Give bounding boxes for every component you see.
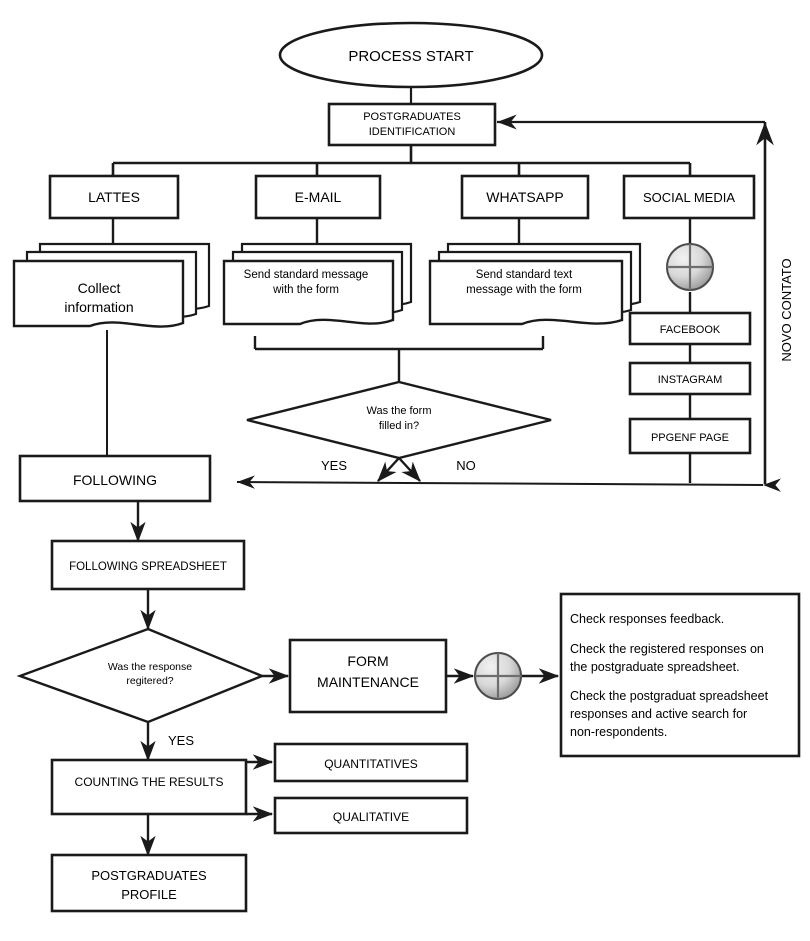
form-maintenance-label-line2: MAINTENANCE [317,674,419,690]
node-lattes[interactable]: LATTES [48,174,180,220]
node-quantitatives[interactable]: QUANTITATIVES [273,742,469,783]
whatsapp-label: WHATSAPP [486,189,564,205]
facebook-label: FACEBOOK [660,324,721,336]
whatsapp-doc-front[interactable] [428,259,624,326]
connector-decision1-no [398,457,421,482]
node-whatsapp-documents[interactable]: Send standard text message with the form [428,242,642,326]
node-ppgenf-page[interactable]: PPGENF PAGE [628,417,752,455]
node-following-spreadsheet[interactable]: FOLLOWING SPREADSHEET [50,539,246,591]
collect-label-line1: Collect [78,280,121,296]
process-start-label: PROCESS START [348,48,473,65]
note-paragraph-3-line2: responses and active search for [570,707,747,721]
node-form-maintenance[interactable]: FORM MAINTENANCE [288,638,448,714]
following-spreadsheet-label: FOLLOWING SPREADSHEET [69,561,227,573]
whatsapp-doc-label-line1: Send standard text [476,269,573,281]
connector-decision1-yes [377,457,400,482]
node-postgraduates-identification[interactable]: POSTGRADUATES IDENTIFICATION [327,102,497,147]
note-paragraph-3-line1: Check the postgraduat spreadsheet [570,689,769,703]
following-label: FOLLOWING [73,472,157,488]
email-doc-front[interactable] [222,259,395,326]
email-doc-label-line1: Send standard message [244,269,369,281]
note-paragraph-1: Check responses feedback. [570,612,724,626]
note-paragraph-3-line3: non-respondents. [570,725,667,739]
node-email[interactable]: E-MAIL [254,174,382,220]
decision1-label-line2: filled in? [379,420,419,432]
decision2-yes-label: YES [168,733,194,748]
node-instagram[interactable]: INSTAGRAM [628,361,752,396]
junction-social-media [666,243,714,291]
form-maintenance-label-line1: FORM [347,653,388,669]
node-counting-results[interactable]: COUNTING THE RESULTS [50,758,248,816]
decision1-no-label: NO [456,458,476,473]
node-collect-information-documents[interactable]: Collect information [12,242,211,328]
profile-label-line2: PROFILE [121,887,177,902]
qualitative-label: QUALITATIVE [333,810,409,824]
novo-contato-label: NOVO CONTATO [779,258,794,361]
decision2-label-line1: Was the response [108,661,192,673]
junction-form-maintenance [474,652,522,700]
counting-label: COUNTING THE RESULTS [75,775,224,789]
email-label: E-MAIL [295,189,342,205]
node-facebook[interactable]: FACEBOOK [628,311,752,346]
lattes-label: LATTES [88,189,140,205]
profile-label-line1: POSTGRADUATES [91,868,207,883]
social-media-label: SOCIAL MEDIA [643,190,735,205]
whatsapp-doc-label-line2: message with the form [466,284,582,296]
collect-doc-front[interactable] [12,259,185,328]
identification-label-line1: POSTGRADUATES [363,111,461,123]
node-decision-form-filled[interactable]: Was the form filled in? [246,380,552,460]
instagram-label: INSTAGRAM [658,374,723,386]
email-doc-label-line2: with the form [272,284,339,296]
node-decision-response-registered[interactable]: Was the response regitered? [16,627,266,724]
identification-label-line2: IDENTIFICATION [369,126,456,138]
decision1-yes-label: YES [321,458,347,473]
node-postgraduates-profile[interactable]: POSTGRADUATES PROFILE [50,853,248,913]
node-following[interactable]: FOLLOWING [18,454,212,503]
node-social-media[interactable]: SOCIAL MEDIA [622,174,756,220]
ppgenf-label: PPGENF PAGE [651,432,729,444]
note-paragraph-2-line1: Check the registered responses on [570,642,764,656]
node-process-start[interactable]: PROCESS START [278,21,544,89]
connector-return-horizontal [236,475,782,492]
quantitatives-label: QUANTITATIVES [324,757,418,771]
connector-group [106,80,782,857]
note-paragraph-2-line2: the postgraduate spreadsheet. [570,660,740,674]
node-email-documents[interactable]: Send standard message with the form [222,242,413,326]
node-note-checks[interactable]: Check responses feedback. Check the regi… [559,592,801,758]
decision1-label-line1: Was the form [367,405,432,417]
collect-label-line2: information [64,299,133,315]
decision2-label-line2: regitered? [126,675,173,687]
node-qualitative[interactable]: QUALITATIVE [273,796,469,835]
node-whatsapp[interactable]: WHATSAPP [460,174,590,220]
